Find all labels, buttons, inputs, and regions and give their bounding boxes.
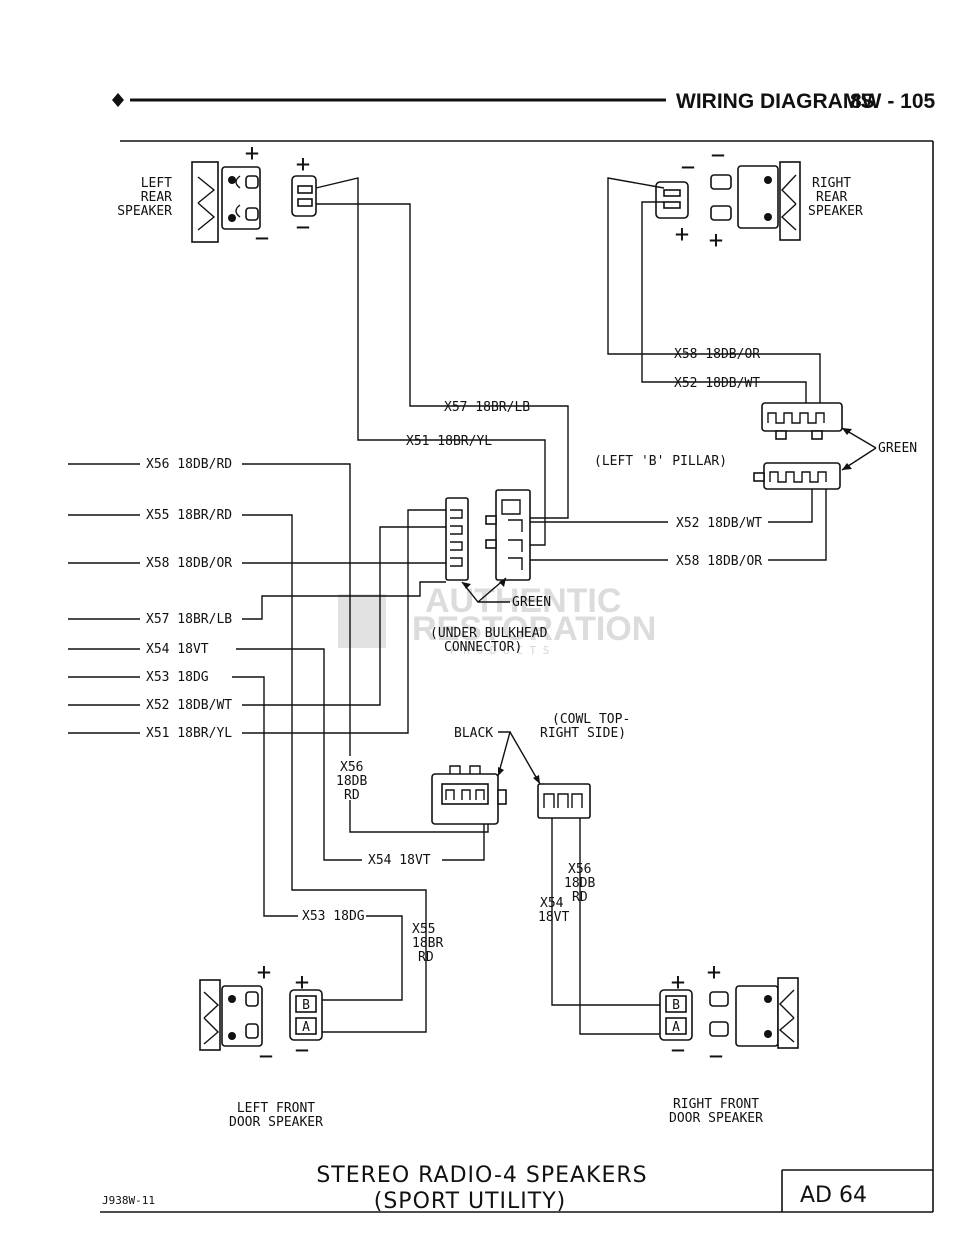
right-rear-speaker: RIGHT REAR SPEAKER − − + + (655, 141, 863, 254)
wire-x56-right-3: RD (572, 890, 588, 905)
watermark-badge (338, 594, 386, 648)
minus-sign: − (259, 1042, 273, 1070)
minus-sign: − (296, 213, 310, 241)
terminal-a: A (302, 1020, 310, 1035)
right-front-label-2: DOOR SPEAKER (669, 1111, 763, 1126)
header-page: 8W - 105 (850, 90, 936, 113)
wire-x56-right-2: 18DB (564, 876, 595, 891)
plus-sign: + (245, 139, 259, 167)
b-pillar-label: (LEFT 'B' PILLAR) (594, 454, 727, 469)
terminal-b: B (302, 998, 310, 1013)
mid-right-wiring: X52 18DB/WT X58 18DB/OR (528, 489, 827, 569)
left-rear-label-3: SPEAKER (117, 204, 172, 219)
left-rear-label-2: REAR (141, 190, 172, 205)
wire-x58: X58 18DB/OR (146, 556, 232, 571)
plus-sign: + (296, 150, 310, 178)
bulkhead-label-1: (UNDER BULKHEAD (430, 626, 548, 641)
watermark: AUTHENTIC RESTORATION P R O D U C T S (338, 582, 656, 657)
minus-sign: − (255, 224, 269, 252)
header-title: WIRING DIAGRAMS (676, 90, 874, 113)
right-front-speaker: B A + + − − RIGHT FRONT DOOR SPEAKER (659, 958, 799, 1126)
footer: STEREO RADIO-4 SPEAKERS (SPORT UTILITY) … (102, 1163, 867, 1214)
b-pillar-color: GREEN (878, 441, 917, 456)
wire-x53-lower: X53 18DG (302, 909, 365, 924)
plus-sign: + (707, 958, 721, 986)
watermark-line2: RESTORATION (412, 610, 656, 648)
diagram-title-1: STEREO RADIO-4 SPEAKERS (316, 1163, 647, 1188)
watermark-line3: P R O D U C T S (450, 644, 549, 657)
header: WIRING DIAGRAMS 8W - 105 (112, 90, 936, 113)
wire-x55-lower-1: X55 (412, 922, 435, 937)
wire-x52: X52 18DB/WT (146, 698, 232, 713)
wire-x56-lower-2: 18DB (336, 774, 367, 789)
left-front-speaker: B A + + − − LEFT FRONT DOOR SPEAKER (199, 958, 323, 1130)
cowl-label-2: RIGHT SIDE) (540, 726, 626, 741)
left-front-label-1: LEFT FRONT (237, 1101, 315, 1116)
diamond-icon (112, 93, 124, 107)
plus-sign: + (671, 968, 685, 996)
wire-x52-mid: X52 18DB/WT (676, 516, 762, 531)
wire-x56: X56 18DB/RD (146, 457, 232, 472)
right-rear-label-1: RIGHT (812, 176, 851, 191)
wire-x54-right-2: 18VT (538, 910, 569, 925)
wire-x51-upper: X51 18BR/YL (406, 434, 492, 449)
wire-x56-lower-3: RD (344, 788, 360, 803)
terminal-b: B (672, 998, 680, 1013)
wire-x55: X55 18BR/RD (146, 508, 232, 523)
wire-x56-right-1: X56 (568, 862, 591, 877)
black-label: BLACK (454, 726, 493, 741)
plus-sign: + (675, 220, 689, 248)
bulkhead-label-2: CONNECTOR) (444, 640, 522, 655)
figure-code: J938W-11 (102, 1194, 155, 1207)
left-front-label-2: DOOR SPEAKER (229, 1115, 323, 1130)
page-ref: AD 64 (800, 1183, 867, 1208)
wire-x58-mid: X58 18DB/OR (676, 554, 762, 569)
wire-x51: X51 18BR/YL (146, 726, 232, 741)
wire-x52-top: X52 18DB/WT (674, 376, 760, 391)
wire-x53: X53 18DG (146, 670, 209, 685)
left-rear-label-1: LEFT (141, 176, 172, 191)
wire-x54: X54 18VT (146, 642, 209, 657)
wire-x55-lower-2: 18BR (412, 936, 443, 951)
wire-x57: X57 18BR/LB (146, 612, 232, 627)
wire-x58-top: X58 18DB/OR (674, 347, 760, 362)
wire-x56-lower-1: X56 (340, 760, 363, 775)
cowl-label-1: (COWL TOP- (552, 712, 630, 727)
right-rear-label-3: SPEAKER (808, 204, 863, 219)
wire-x57-upper: X57 18BR/LB (444, 400, 530, 415)
right-rear-label-2: REAR (816, 190, 847, 205)
left-rear-speaker: LEFT REAR SPEAKER + − + − (117, 139, 317, 252)
b-pillar-connectors: (LEFT 'B' PILLAR) GREEN (594, 402, 917, 490)
upper-wiring: X57 18BR/LB X51 18BR/YL X58 18DB/OR X52 … (315, 177, 821, 546)
minus-sign: − (711, 141, 725, 169)
watermark-line1: AUTHENTIC (425, 582, 621, 620)
plus-sign: + (295, 968, 309, 996)
wire-x54-lower: X54 18VT (368, 853, 431, 868)
minus-sign: − (709, 1042, 723, 1070)
plus-sign: + (257, 958, 271, 986)
cowl-connectors: BLACK (COWL TOP- RIGHT SIDE) (431, 712, 630, 825)
left-side-wiring: X56 18DB/RD X55 18BR/RD X58 18DB/OR X57 … (68, 457, 446, 1033)
plus-sign: + (709, 226, 723, 254)
terminal-a: A (672, 1020, 680, 1035)
diagram-title-2: (SPORT UTILITY) (374, 1189, 566, 1214)
diagram-frame (100, 140, 934, 1213)
minus-sign: − (681, 153, 695, 181)
bulkhead-connector: GREEN (UNDER BULKHEAD CONNECTOR) (430, 489, 551, 655)
minus-sign: − (671, 1036, 685, 1064)
right-front-label-1: RIGHT FRONT (673, 1097, 759, 1112)
bulkhead-color: GREEN (512, 595, 551, 610)
lower-wiring: X56 18DB RD X54 18VT X53 18DG X55 18BR R… (302, 760, 660, 1035)
minus-sign: − (295, 1036, 309, 1064)
wire-x55-lower-3: RD (418, 950, 434, 965)
wire-x54-right-1: X54 (540, 896, 564, 911)
